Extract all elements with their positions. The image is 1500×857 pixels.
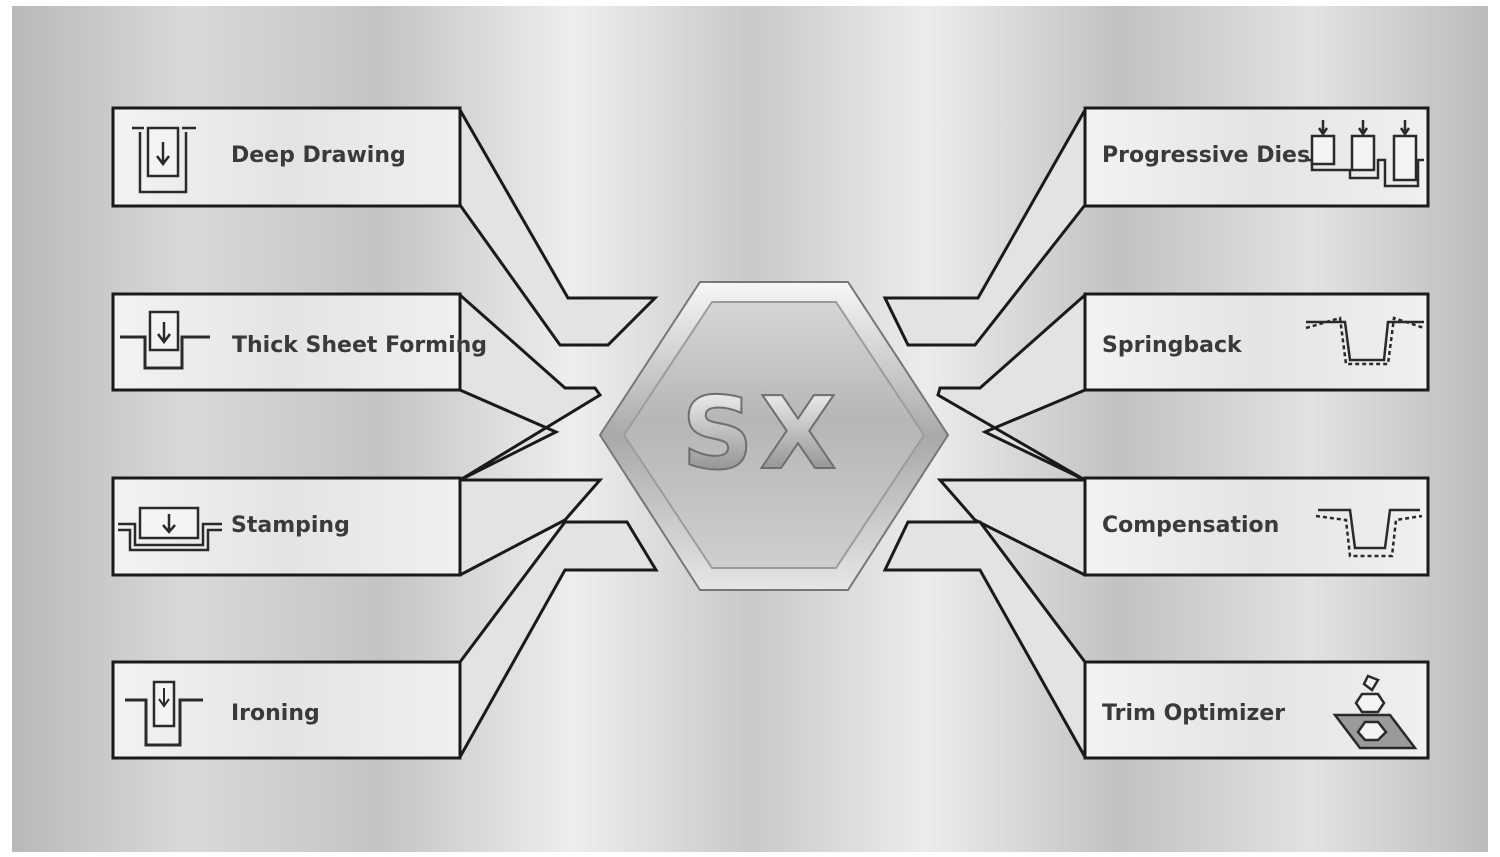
label-ironing: Ironing [231,701,320,726]
left-panels [111,106,462,760]
badge-logo-text: SX [681,375,842,492]
label-compensation: Compensation [1102,513,1279,538]
module-panel-springback[interactable] [1083,292,1430,392]
connector-stamping [459,478,604,577]
thick-sheet-forming-icon [120,310,210,370]
label-progressive-dies: Progressive Dies [1102,143,1310,168]
right-panels [1083,106,1430,760]
label-springback: Springback [1102,333,1243,358]
connector-progressive-dies [882,109,1087,347]
deep-drawing-icon [132,126,196,194]
progressive-dies-icon [1305,120,1424,188]
module-panel-deep-drawing[interactable] [111,106,462,208]
connector-ironing [458,520,659,758]
connector-compensation [936,478,1086,577]
compensation-icon [1315,508,1423,558]
ironing-icon [125,680,203,747]
trim-optimizer-icon [1332,674,1418,750]
connector-thick-sheet [459,293,603,482]
connector-deep-drawing [458,109,659,347]
label-thick-sheet-forming: Thick Sheet Forming [232,333,487,358]
connector-springback [936,293,1086,482]
module-panel-compensation[interactable] [1083,476,1430,577]
module-panel-stamping[interactable] [111,476,462,577]
springback-icon [1305,316,1425,366]
stamping-icon [118,506,222,552]
label-stamping: Stamping [231,513,350,538]
label-deep-drawing: Deep Drawing [231,143,406,168]
center-badge[interactable]: SX [598,281,950,591]
connector-trim-optimizer [882,520,1087,758]
connectors [458,109,1087,758]
badge-inner-plate [622,301,926,569]
label-trim-optimizer: Trim Optimizer [1102,701,1285,726]
